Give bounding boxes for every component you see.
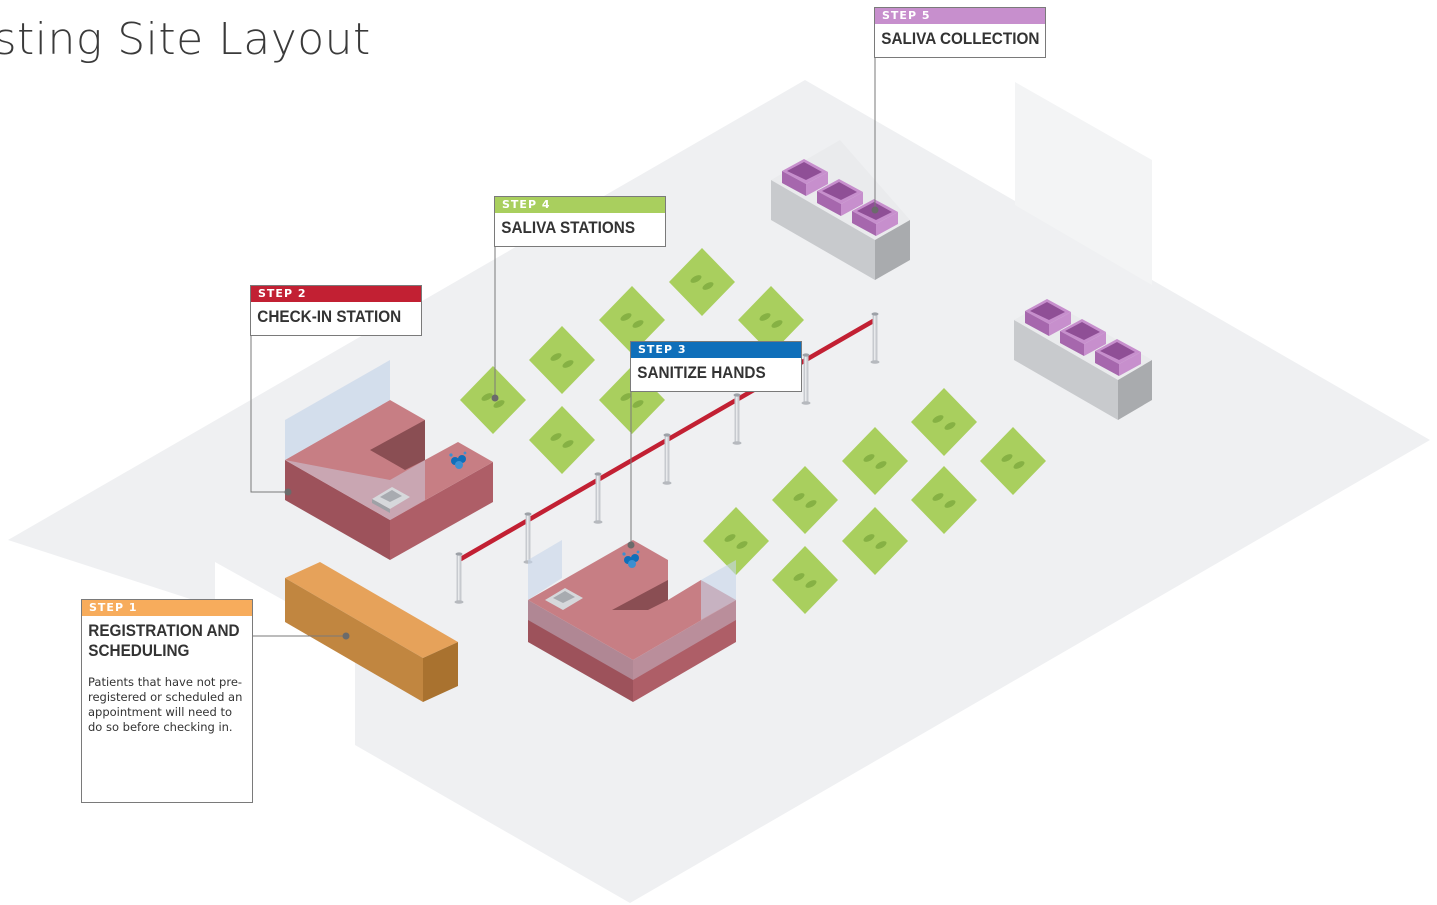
step-5-tag: STEP 5 [875, 8, 1045, 24]
step-3-tag: STEP 3 [631, 342, 801, 358]
step-1-name: REGISTRATION AND SCHEDULING [88, 621, 240, 660]
check-in-desk [285, 360, 493, 560]
collection-counter-right [1014, 299, 1152, 420]
step-4-name: SALIVA STATIONS [501, 218, 636, 237]
leader-lines [250, 58, 876, 637]
step-3-callout: STEP 3 SANITIZE HANDS [630, 341, 802, 392]
step-4-callout: STEP 4 SALIVA STATIONS [494, 196, 666, 247]
step-4-tag: STEP 4 [495, 197, 665, 213]
page-title: esting Site Layout [0, 14, 371, 65]
step-2-name: CHECK-IN STATION [257, 307, 402, 326]
leader-dots [284, 206, 879, 640]
step-5-callout: STEP 5 SALIVA COLLECTION [874, 7, 1046, 58]
step-2-tag: STEP 2 [251, 286, 421, 302]
step-3-name: SANITIZE HANDS [637, 363, 766, 382]
step-1-description: Patients that have not pre-registered or… [88, 675, 243, 734]
floor-plate [8, 80, 1430, 903]
step-1-tag: STEP 1 [82, 600, 252, 616]
step-5-name: SALIVA COLLECTION [881, 29, 1040, 48]
collection-counter-back [771, 140, 910, 280]
back-wall [1015, 82, 1152, 285]
step-2-callout: STEP 2 CHECK-IN STATION [250, 285, 422, 336]
sanitize-desk [528, 540, 736, 702]
registration-desk [285, 562, 458, 702]
step-1-callout: STEP 1 REGISTRATION AND SCHEDULING Patie… [81, 599, 253, 803]
queue-barrier [454, 312, 880, 604]
